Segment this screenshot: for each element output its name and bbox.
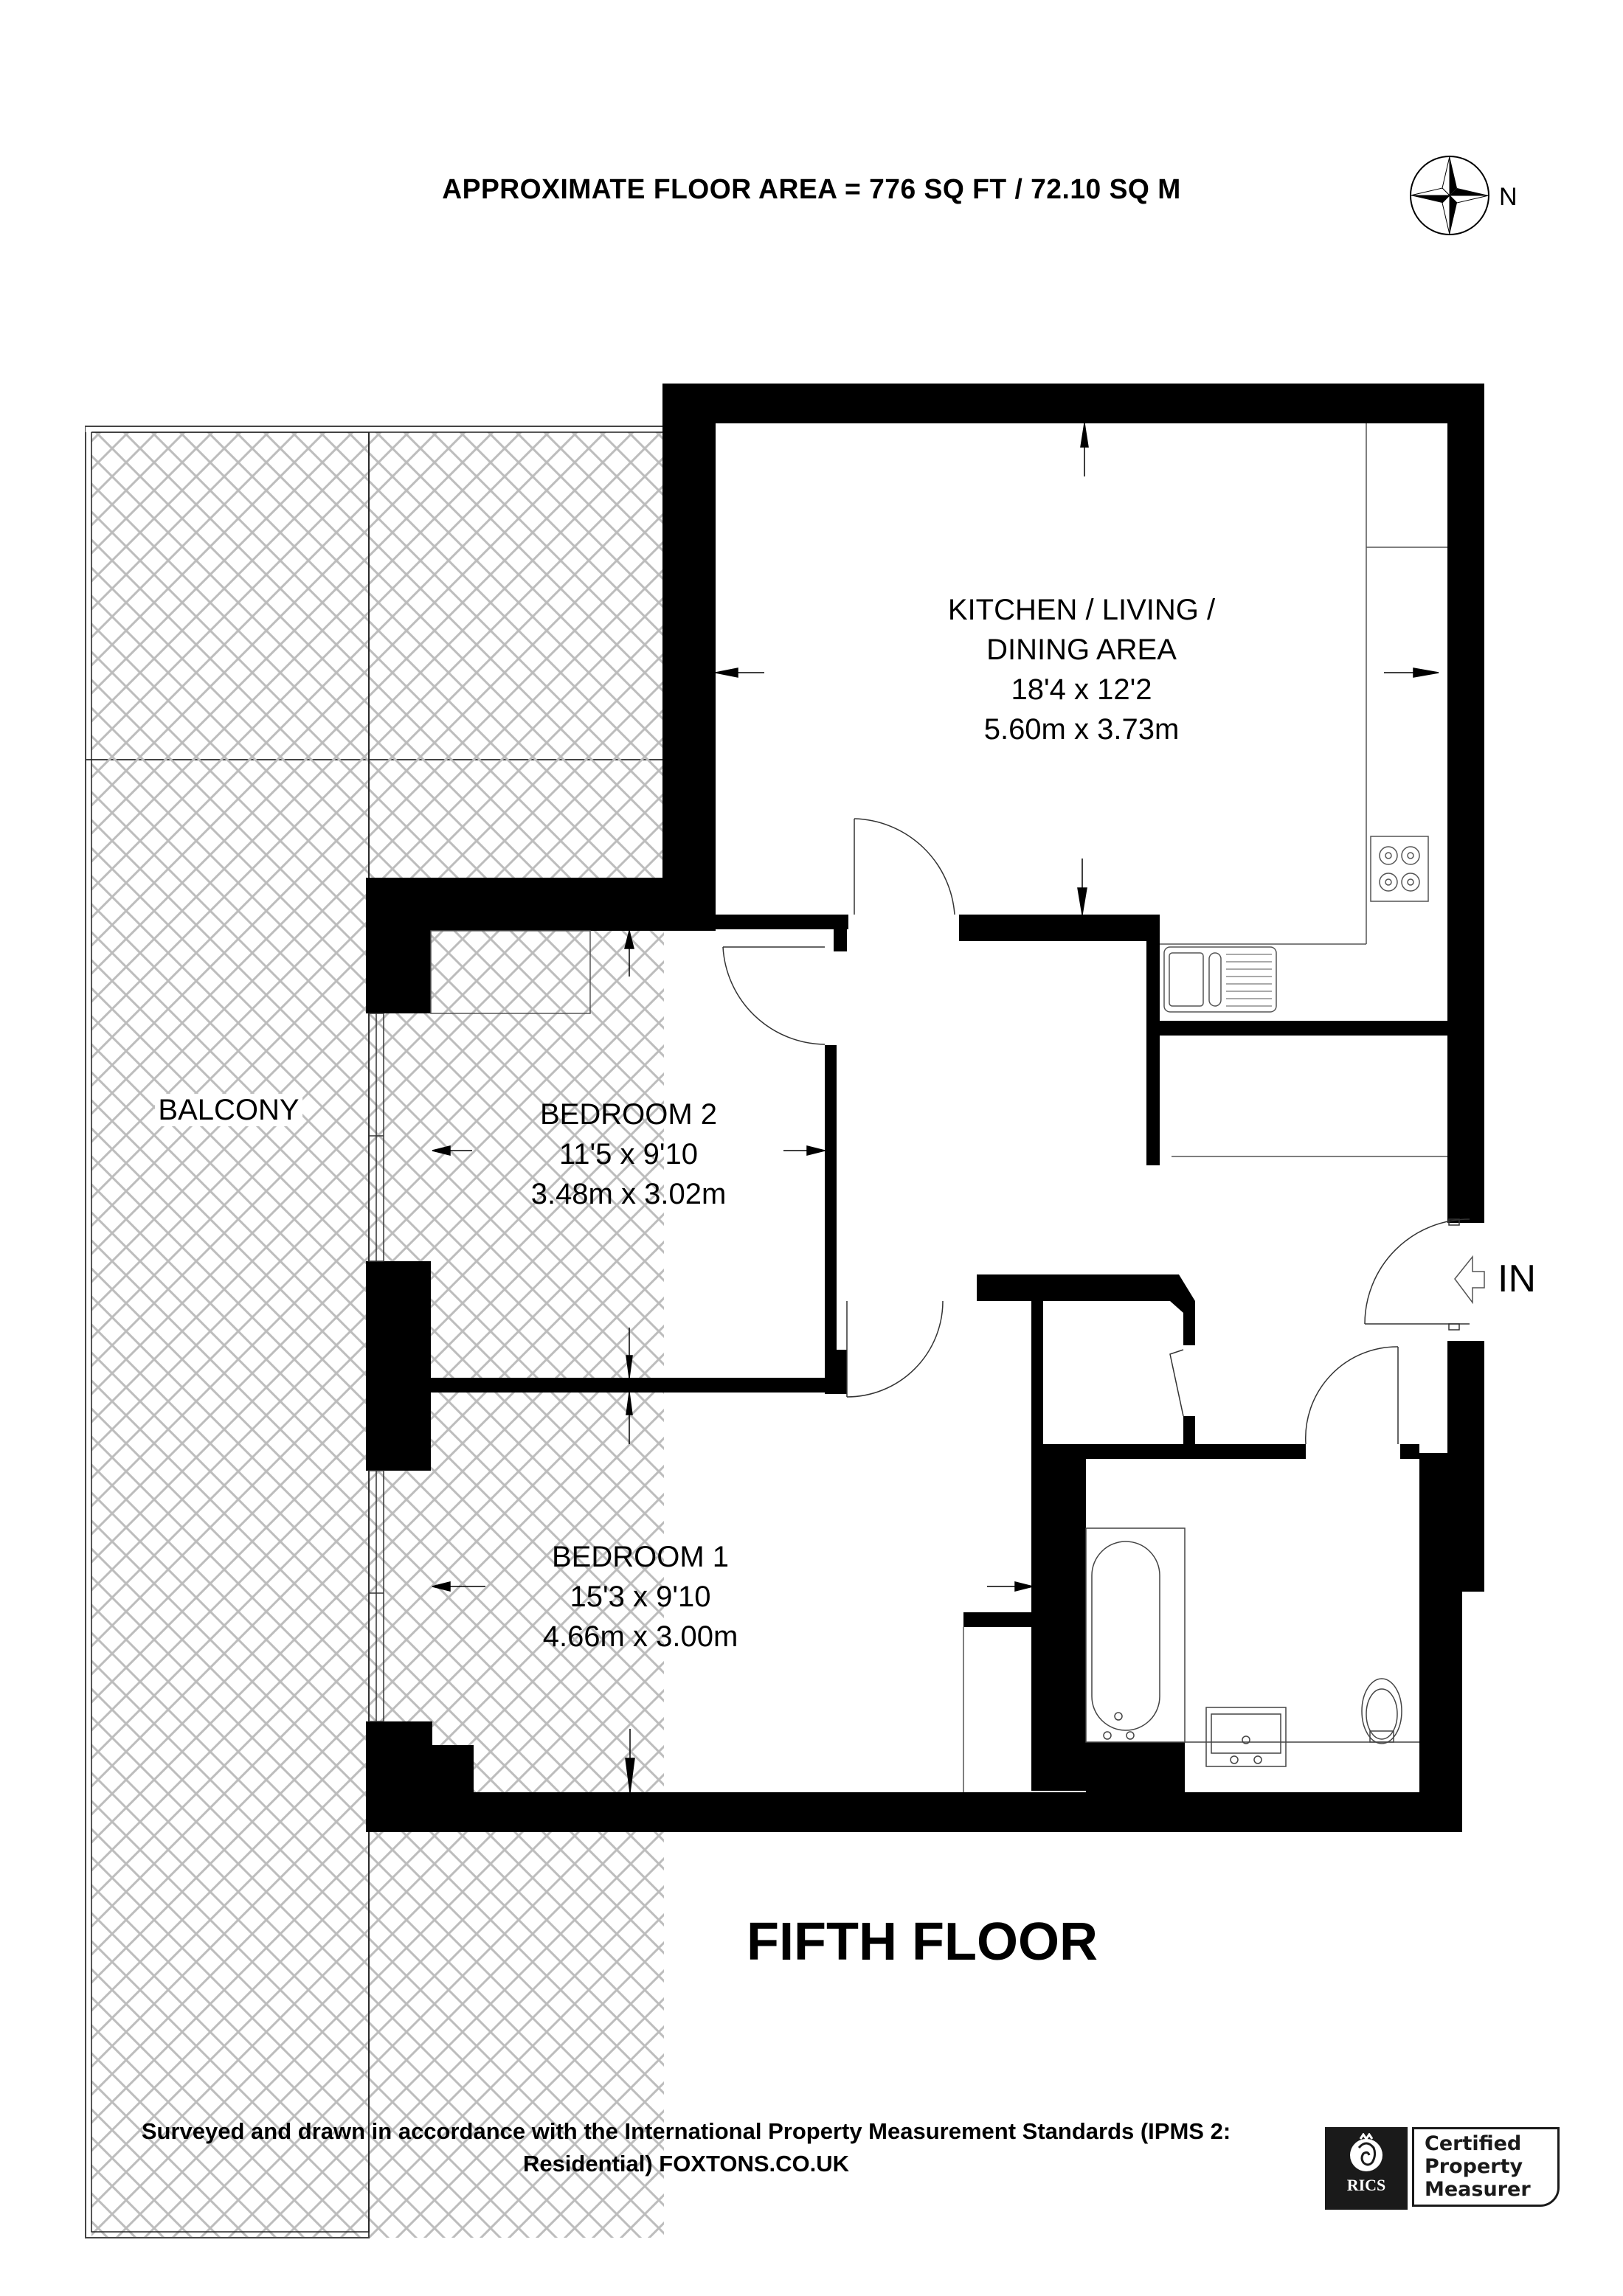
bedroom2-name: BEDROOM 2 [539, 1098, 718, 1131]
footer-disclaimer: Surveyed and drawn in accordance with th… [44, 2115, 1328, 2180]
badge-line1: Certified [1425, 2132, 1522, 2155]
bedroom1-metric: 4.66m x 3.00m [542, 1620, 738, 1653]
kitchen-label: KITCHEN / LIVING / DINING AREA 18'4 x 12… [860, 590, 1303, 749]
kitchen-metric: 5.60m x 3.73m [983, 713, 1180, 746]
entrance-arrow-icon [1454, 1255, 1485, 1305]
floor-area-heading: APPROXIMATE FLOOR AREA = 776 SQ FT / 72.… [442, 174, 1181, 205]
bathroom-fixtures [1085, 1527, 1419, 1767]
door-swings [722, 818, 1470, 1445]
compass-rose-icon [1410, 156, 1489, 235]
compass-north-label: N [1499, 183, 1518, 211]
kitchen-fixtures [430, 423, 1447, 1792]
badge-line3: Measurer [1425, 2178, 1531, 2201]
rics-lion-icon [1350, 2133, 1383, 2171]
balcony-label: BALCONY [7, 1090, 450, 1130]
dimension-arrows [432, 423, 1439, 1793]
rics-logo: RICS [1325, 2127, 1408, 2210]
badge-line2: Property [1425, 2155, 1523, 2178]
bedroom1-name: BEDROOM 1 [551, 1541, 730, 1573]
kitchen-imperial: 18'4 x 12'2 [1011, 673, 1152, 706]
bedroom2-label: BEDROOM 2 11'5 x 9'10 3.48m x 3.02m [407, 1095, 850, 1214]
bedroom1-label: BEDROOM 1 15'3 x 9'10 4.66m x 3.00m [419, 1537, 862, 1657]
rics-org: RICS [1346, 2176, 1386, 2194]
floor-title: FIFTH FLOOR [747, 1912, 1098, 1971]
kitchen-name-line1: KITCHEN / LIVING / [947, 594, 1216, 626]
entrance-label: IN [1498, 1258, 1536, 1300]
walls [366, 384, 1484, 1832]
footer-line1: Surveyed and drawn in accordance with th… [141, 2118, 1231, 2144]
certified-measurer-box: Certified Property Measurer [1412, 2127, 1560, 2207]
bedroom2-imperial: 11'5 x 9'10 [558, 1138, 698, 1170]
balcony-name: BALCONY [155, 1094, 302, 1126]
kitchen-name-line2: DINING AREA [986, 634, 1177, 666]
rics-badge: RICS Certified Property Measurer [1325, 2127, 1564, 2210]
bedroom1-imperial: 15'3 x 9'10 [570, 1581, 711, 1613]
footer-line2: Residential) FOXTONS.CO.UK [522, 2151, 850, 2177]
windows [368, 1013, 384, 1722]
bedroom2-metric: 3.48m x 3.02m [530, 1178, 727, 1210]
